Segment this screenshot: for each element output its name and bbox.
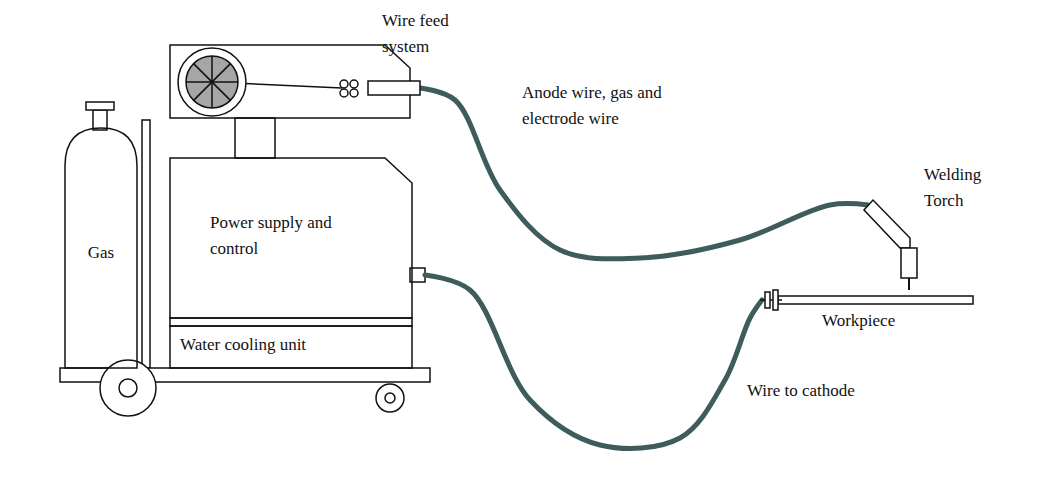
- cylinder-outline: [65, 128, 137, 368]
- power-supply-box-outline-layer: [170, 158, 412, 318]
- fan-disc: [186, 56, 238, 108]
- torch-handle: [864, 200, 910, 248]
- wheel-hub: [119, 379, 137, 397]
- node-label: Wire feed system: [382, 8, 464, 59]
- feed-outlet: [368, 81, 420, 95]
- node-label: Workpiece: [822, 308, 895, 334]
- gas-cylinder: Gas: [65, 128, 137, 368]
- gas-valve: [93, 110, 107, 130]
- node-label: Power supply and control: [210, 210, 332, 261]
- cart-handle: [142, 120, 150, 368]
- wheel-hub: [385, 393, 395, 403]
- cooling-unit-box: Water cooling unit: [170, 326, 412, 368]
- node-label: Water cooling unit: [180, 332, 306, 358]
- cable-label: Wire to cathode: [745, 378, 889, 404]
- node-label: Gas: [88, 240, 114, 266]
- workpiece-bar: [778, 296, 973, 304]
- clamp-jaw: [773, 290, 778, 310]
- wire-feed-unit: Wire feed system: [170, 8, 470, 126]
- fan-ring: [178, 48, 246, 116]
- cable-label: Anode wire, gas and electrode wire: [520, 80, 702, 131]
- workpiece: Workpiece: [760, 290, 975, 335]
- torch-nozzle: [901, 248, 917, 278]
- power-supply-box: Power supply and control: [170, 158, 412, 318]
- electrode-tip: [908, 278, 910, 290]
- feed-roller: [340, 80, 348, 88]
- node-label: Welding Torch: [924, 162, 986, 213]
- fan-spoke: [194, 64, 231, 101]
- welding-torch: Welding Torch: [858, 162, 988, 290]
- valve-cap: [86, 102, 114, 110]
- cable: [425, 275, 762, 449]
- feed-roller: [350, 89, 358, 97]
- box-outline: [170, 326, 412, 368]
- small-wheel: [376, 384, 404, 412]
- feed-roller: [350, 80, 358, 88]
- base-strip: [170, 318, 412, 326]
- clamp-jaw: [765, 292, 770, 308]
- power-supply-outline: [170, 158, 412, 318]
- feed-roller: [340, 89, 348, 97]
- feeder-column: [235, 118, 275, 158]
